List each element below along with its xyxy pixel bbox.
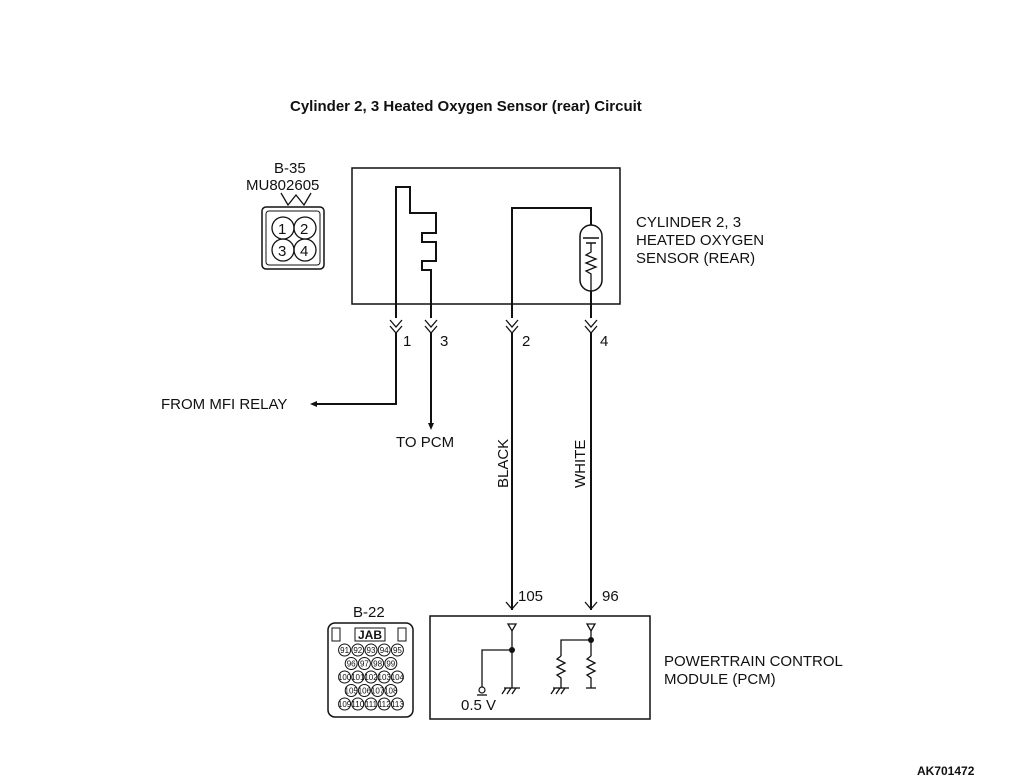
diagram-title: Cylinder 2, 3 Heated Oxygen Sensor (rear… [290, 98, 642, 115]
b22-pin-circle [357, 684, 371, 697]
pcm-label-line-2: MODULE (PCM) [664, 671, 776, 688]
b22-pin-circle [364, 643, 378, 657]
b35-pin-2: 2 [300, 221, 308, 238]
b22-pin-92: 92 [353, 646, 362, 655]
pcm-label-line-1: POWERTRAIN CONTROL [664, 653, 843, 670]
pcm-pin-96: 96 [602, 588, 619, 605]
b22-pin-circle [338, 670, 352, 684]
pcm-connector-terminals [505, 601, 598, 610]
b22-pin-circle [357, 657, 371, 670]
b22-pin-96: 96 [347, 660, 356, 669]
b35-pin-3: 3 [278, 243, 286, 260]
b22-pin-100: 100 [338, 673, 352, 682]
b22-pin-circle [377, 643, 391, 657]
b22-pin-108: 108 [384, 687, 398, 696]
b22-pin-94: 94 [380, 646, 389, 655]
b22-pin-113: 113 [391, 700, 404, 709]
figure-code: AK701472 [917, 764, 975, 778]
b22-pin-circle [351, 670, 365, 684]
sensing-element-wire [511, 207, 592, 318]
b35-pin-1: 1 [278, 221, 286, 238]
white-wire-label: WHITE [572, 440, 589, 488]
b22-pin-99: 99 [386, 660, 395, 669]
b22-pin-circle [364, 670, 378, 684]
b35-connector-id: B-35 [274, 160, 306, 177]
b22-pin-circle [384, 657, 398, 670]
b22-pin-circle [364, 697, 378, 711]
to-pcm-arrow-icon [428, 423, 434, 430]
pcm-pin-105: 105 [518, 588, 543, 605]
b22-pin-110: 110 [351, 700, 364, 709]
b22-pin-circle [338, 643, 352, 657]
b22-pin-circle [377, 670, 391, 684]
sensor-label-line-3: SENSOR (REAR) [636, 250, 755, 267]
b22-pin-circle [351, 643, 365, 657]
b22-pin-104: 104 [391, 673, 405, 682]
b22-pin-circle [338, 697, 352, 711]
b35-connector-icon: B-35 MU802605 1 2 3 4 [246, 160, 325, 270]
b22-pin-circle [384, 684, 398, 697]
b22-pin-circle [371, 684, 385, 697]
mfi-relay-arrow-icon [310, 401, 317, 407]
b22-pin-circle [390, 670, 404, 684]
b22-pin-107: 107 [371, 687, 385, 696]
from-mfi-relay-label: FROM MFI RELAY [161, 396, 287, 413]
heater-element [395, 186, 437, 318]
sensor-pin-4: 4 [600, 333, 608, 350]
b22-pin-circle [351, 697, 365, 711]
sensor-pin-2: 2 [522, 333, 530, 350]
b22-pin-circle [377, 697, 391, 711]
b22-pin-105: 105 [345, 687, 359, 696]
b22-pin-97: 97 [360, 660, 369, 669]
b22-pin-106: 106 [358, 687, 372, 696]
b22-tab-label: JAB [358, 628, 382, 642]
pcm-internal-circuit [477, 623, 597, 696]
b22-pin-circle [371, 657, 385, 670]
b22-pin-91: 91 [340, 646, 349, 655]
b22-pin-112: 112 [378, 700, 391, 709]
black-wire-label: BLACK [495, 439, 512, 488]
b22-pin-98: 98 [373, 660, 382, 669]
b22-pin-circle [344, 684, 358, 697]
sensor-pin-1: 1 [403, 333, 411, 350]
b22-pin-102: 102 [364, 673, 378, 682]
mfi-relay-wire [313, 333, 397, 405]
oxygen-sensor-box [351, 167, 621, 305]
b22-pin-circle [390, 643, 404, 657]
b35-pin-4: 4 [300, 243, 308, 260]
b22-connector-id: B-22 [353, 604, 385, 621]
b22-pin-101: 101 [351, 673, 365, 682]
sensor-label-line-2: HEATED OXYGEN [636, 232, 764, 249]
sensor-label-line-1: CYLINDER 2, 3 [636, 214, 741, 231]
b22-pin-111: 111 [365, 700, 378, 709]
b22-pin-95: 95 [393, 646, 402, 655]
b22-pin-circle [390, 697, 404, 711]
b22-pin-93: 93 [367, 646, 376, 655]
to-pcm-label: TO PCM [396, 434, 454, 451]
b22-pin-109: 109 [338, 700, 352, 709]
b22-pin-103: 103 [378, 673, 392, 682]
b22-pin-circle [344, 657, 358, 670]
sensor-connector-terminals [389, 319, 598, 334]
sensor-element-icon [579, 224, 603, 318]
voltage-label: 0.5 V [461, 697, 496, 714]
pcm-box [429, 615, 651, 720]
sensor-pin-3: 3 [440, 333, 448, 350]
b35-part-number: MU802605 [246, 177, 319, 194]
